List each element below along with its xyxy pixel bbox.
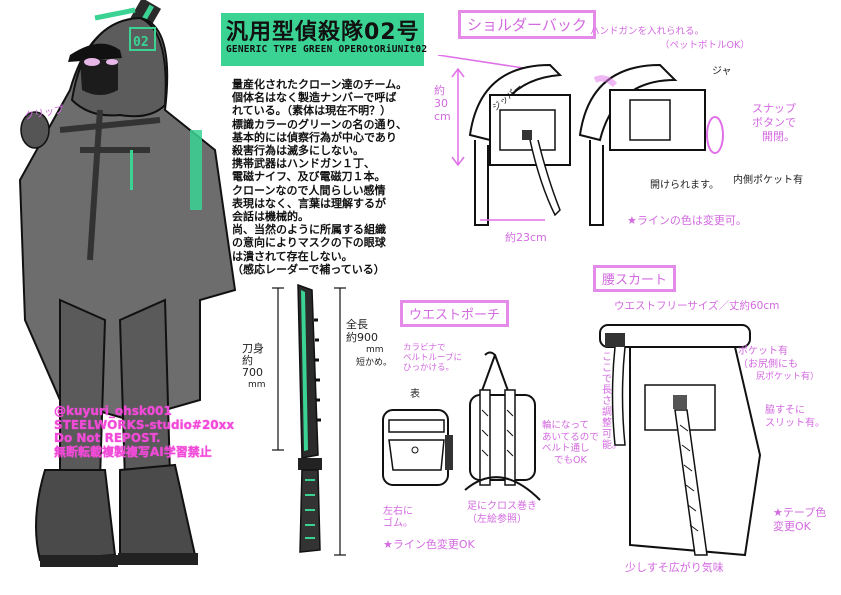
tape-color-note: ★テープ色 変更OK (773, 506, 826, 534)
snap-note-line: 開閉。 (762, 130, 795, 143)
sword-illustration (272, 283, 346, 556)
watermark: @kuyuri_ohsk001 STEELWORKS-studio#20xx D… (54, 404, 235, 459)
ring-note-line: ベルト通し (542, 443, 590, 454)
elastic-note-line: ゴム。 (383, 518, 413, 529)
tape-color-line: 変更OK (773, 520, 811, 533)
page-title: 汎用型偵殺隊02号 (226, 20, 420, 45)
tape-color-line: ★テープ色 (773, 506, 827, 519)
waist-skirt-illustration (599, 324, 762, 557)
total-length-label: 全長 約900 mm 短かめ。 (346, 318, 392, 370)
bag-height-value: 30 (434, 97, 448, 110)
skirt-slit-line: 脇すそに (765, 405, 805, 416)
snap-button-note: スナップ ボタンで 開閉。 (752, 102, 796, 144)
cross-strap-line: 足にクロス巻き (467, 501, 537, 512)
description-line: 電磁ナイフ、及び電磁刀１本。 (232, 170, 386, 184)
waist-skirt-title: 腰スカート (593, 265, 677, 292)
description-line: は潰されて存在しない。 (232, 249, 353, 263)
blade-approx: 約 (242, 354, 253, 367)
watermark-no-copy: 無断転載複製複写AI学習禁止 (54, 444, 212, 459)
pouch-line-color-note: ★ライン色変更OK (383, 538, 475, 551)
inner-pocket-note: 内側ポケット有 (733, 175, 803, 186)
description-line: れている。（素体は現在不明？） (232, 104, 392, 118)
total-unit: mm (366, 345, 384, 355)
waist-pouch-illustration (382, 351, 541, 501)
total-length: 約900 (346, 331, 378, 344)
page-subtitle: GENERIC TYPE GREEN OPEROtORiUNIt02 (226, 44, 428, 55)
ring-note-line: あいてるので (542, 431, 599, 443)
description-line: 尚、当然のように所属する組織 (232, 223, 386, 237)
carabiner-line: ひっかける。 (403, 363, 455, 373)
hood-badge: 02 (133, 35, 149, 50)
sword-note: 短かめ。 (356, 358, 393, 368)
bag-height-unit: cm (434, 110, 451, 123)
handgun-note: ハンドガンを入れられる。 (590, 26, 705, 37)
blade-label: 刀身 (242, 342, 264, 355)
skirt-slit-line: スリット有。 (765, 418, 825, 429)
elastic-note: 左右に ゴム。 (383, 506, 413, 530)
carabiner-note: カラビナで ベルトループに ひっかける。 (403, 343, 462, 373)
adjust-length-note: ここで長さ調整可能。 (602, 352, 622, 451)
title-banner (221, 13, 424, 66)
skirt-pocket-note: ポケット有 （お尻側にも 尻ポケット有） (738, 345, 819, 384)
character-description: 量産化されたクローン達のチーム。 個体名はなく製造ナンバーで呼ば れている。（素… (232, 78, 432, 276)
description-line: 個体名はなく製造ナンバーで呼ば (232, 91, 397, 105)
total-label: 全長 (346, 318, 368, 331)
snap-note-line: スナップ (752, 102, 796, 115)
description-line: 量産化されたクローン達のチーム。 (232, 78, 408, 91)
description-line: 基本的には偵察行為が中心であり (232, 130, 397, 144)
elastic-note-line: 左右に (383, 506, 413, 517)
skirt-slit-note: 脇すそに スリット有。 (765, 404, 825, 430)
blade-length-label: 刀身 約 700 mm (242, 343, 266, 391)
ring-note-line: でもOK (554, 454, 587, 466)
ring-note-line: 輪になって (542, 420, 590, 431)
cross-strap-line: （左絵参照） (467, 514, 527, 525)
character-illustration: 02 (18, 0, 237, 567)
description-line: 標識カラーのグリーンの名の通り、 (232, 117, 408, 131)
blade-length: 700 (242, 366, 263, 379)
description-line: の意向によりマスクの下の眼球 (232, 236, 386, 250)
bag-width-label: 約23cm (505, 231, 547, 244)
watermark-handle: @kuyuri_ohsk001 (54, 404, 172, 418)
skirt-flare-note: 少しすそ広がり気味 (625, 561, 724, 574)
opens-note: 開けられます。 (650, 180, 719, 191)
description-line: 殺害行為は滅多にしない。 (232, 144, 364, 158)
description-line: クローンなので人間らしい感情 (232, 183, 386, 197)
skirt-pocket-line: （お尻側にも (738, 359, 798, 370)
bag-height-approx: 約 (434, 84, 445, 97)
skirt-pocket-line: 尻ポケット有） (756, 372, 820, 382)
watermark-no-repost: Do Not REPOST. (54, 431, 161, 445)
bag-sfx: ジャ (712, 66, 732, 77)
description-line: （感応レーダーで補っている） (232, 262, 385, 276)
ring-note: 輪になって あいてるので ベルト通し でもOK (542, 420, 599, 466)
front-label: 表 (410, 389, 420, 400)
shoulder-bag-title: ショルダーバック (458, 10, 596, 39)
description-line: 表現はなく、言葉は理解するが (232, 196, 386, 210)
description-line: 携帯武器はハンドガン１丁、 (232, 157, 375, 171)
bag-height-label: 約 30 cm (434, 84, 451, 123)
shoulder-bag-illustration (437, 55, 724, 226)
bag-line-color-note: ★ラインの色は変更可。 (627, 214, 747, 227)
blade-unit: mm (248, 380, 266, 390)
skirt-pocket-line: ポケット有 (738, 346, 788, 357)
carabiner-line: カラビナで (403, 343, 446, 353)
skirt-size-note: ウエストフリーサイズ／丈約60cm (614, 300, 780, 312)
carabiner-line: ベルトループに (403, 353, 462, 363)
waist-pouch-title: ウエストポーチ (400, 300, 510, 327)
cross-strap-note: 足にクロス巻き （左絵参照） (467, 500, 537, 526)
description-line: 会話は機械的。 (232, 210, 309, 224)
snap-note-line: ボタンで (752, 116, 796, 129)
watermark-studio: STEELWORKS-studio#20xx (54, 417, 235, 432)
handgun-note-2: （ペットボトルOK） (660, 40, 750, 51)
